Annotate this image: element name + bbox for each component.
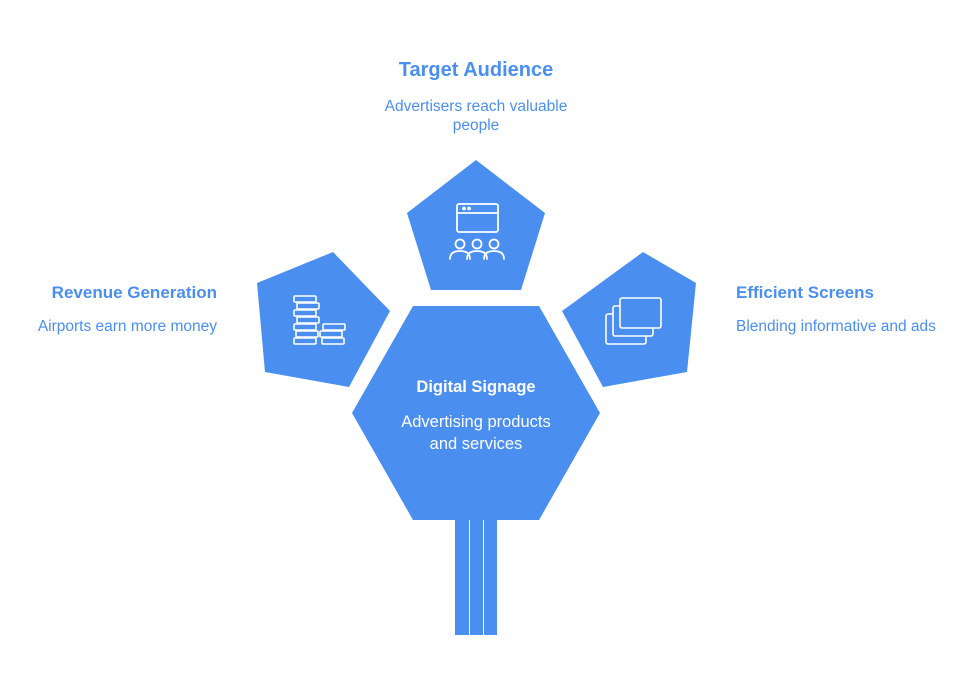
left-title: Revenue Generation <box>51 283 217 302</box>
center-description: Advertising products and services <box>366 411 586 456</box>
stand-post-2 <box>470 520 483 635</box>
center-title: Digital Signage <box>416 378 536 396</box>
center-hexagon <box>352 306 600 520</box>
top-title: Target Audience <box>398 59 554 81</box>
stacked-screens-icon <box>605 297 662 345</box>
top-pentagon <box>407 160 545 290</box>
center-description-line1: Advertising products <box>401 413 551 431</box>
browser-audience-icon <box>449 203 505 260</box>
top-description-line1: Advertisers reach valuable <box>384 98 568 115</box>
right-description: Blending informative and ads <box>736 318 936 335</box>
stand-post-3 <box>484 520 497 635</box>
center-description-line2: and services <box>429 435 523 454</box>
top-description: Advertisers reach valuable people <box>356 97 596 136</box>
left-pentagon <box>257 252 390 387</box>
coin-stacks-icon <box>293 295 346 345</box>
left-description: Airports earn more money <box>37 318 217 335</box>
signage-stand <box>455 520 497 635</box>
right-title: Efficient Screens <box>736 283 874 302</box>
top-description-line2: people <box>452 117 500 135</box>
stand-post-1 <box>455 520 469 635</box>
